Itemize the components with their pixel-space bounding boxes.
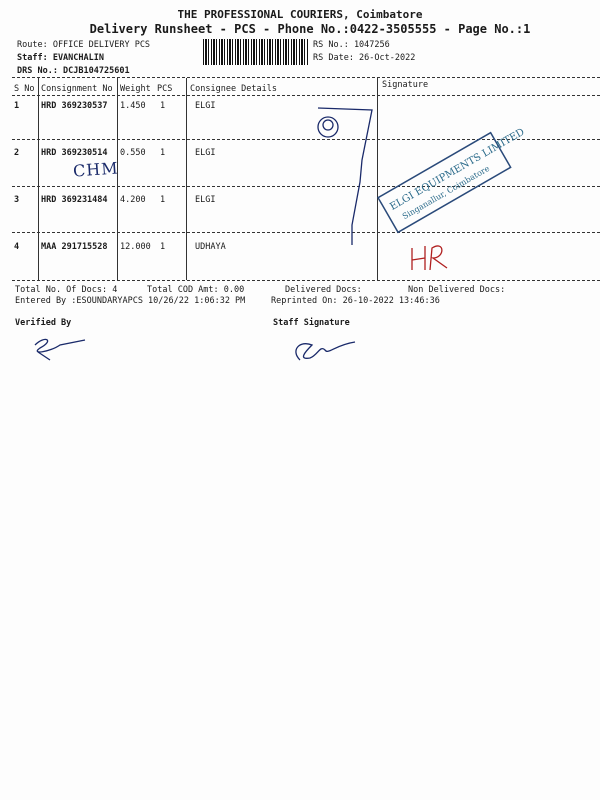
- cell-consignment: MAA 291715528: [41, 242, 108, 252]
- cell-weight: 12.000: [120, 242, 151, 252]
- signature-stroke: [317, 107, 373, 245]
- non-delivered-docs: Non Delivered Docs:: [408, 285, 506, 295]
- col-signature: Signature: [382, 80, 429, 90]
- drs-number: DRS No.: DCJB104725601: [17, 66, 130, 76]
- col-consignment: Consignment No: [41, 84, 113, 94]
- cell-consignment: HRD 369230514: [41, 148, 108, 158]
- route: Route: OFFICE DELIVERY PCS: [17, 40, 151, 50]
- cell-weight: 0.550: [120, 148, 146, 158]
- col-pcs: PCS: [157, 84, 173, 94]
- cell-sno: 4: [14, 242, 20, 252]
- col-weight: Weight: [120, 84, 151, 94]
- entered-by: Entered By :ESOUNDARYAPCS 10/26/22 1:06:…: [15, 296, 246, 306]
- col-consignee: Consignee Details: [190, 84, 277, 94]
- cell-sno: 1: [14, 101, 20, 111]
- delivered-docs: Delivered Docs:: [285, 285, 362, 295]
- total-cod: Total COD Amt: 0.00: [147, 285, 245, 295]
- cell-sno: 2: [14, 148, 20, 158]
- cell-weight: 1.450: [120, 101, 146, 111]
- cell-consignment: HRD 369230537: [41, 101, 108, 111]
- rs-date: RS Date: 26-Oct-2022: [313, 53, 416, 63]
- cell-consignee: ELGI: [195, 101, 216, 111]
- cell-pcs: 1: [160, 148, 166, 158]
- cell-consignee: UDHAYA: [195, 242, 226, 252]
- cell-consignee: ELGI: [195, 148, 216, 158]
- barcode: [203, 39, 309, 65]
- cell-consignee: ELGI: [195, 195, 216, 205]
- cell-pcs: 1: [160, 242, 166, 252]
- verified-by-label: Verified By: [15, 318, 72, 328]
- col-sno: S No: [14, 84, 35, 94]
- cell-pcs: 1: [160, 101, 166, 111]
- cell-consignment: HRD 369231484: [41, 195, 108, 205]
- company-stamp: ELGI EQUIPMENTS LIMITED Singanallur, Coi…: [377, 127, 527, 234]
- total-docs: Total No. Of Docs: 4: [15, 285, 118, 295]
- cell-weight: 4.200: [120, 195, 146, 205]
- staff-signature-label: Staff Signature: [273, 318, 350, 328]
- cell-pcs: 1: [160, 195, 166, 205]
- rs-number: RS No.: 1047256: [313, 40, 390, 50]
- reprinted-on: Reprinted On: 26-10-2022 13:46:36: [271, 296, 440, 306]
- company-title: THE PROFESSIONAL COURIERS, Coimbatore: [177, 8, 423, 21]
- staff: Staff: EVANCHALIN: [17, 53, 104, 63]
- cell-sno: 3: [14, 195, 20, 205]
- runsheet-subtitle: Delivery Runsheet - PCS - Phone No.:0422…: [89, 22, 531, 36]
- hr-signature: [411, 245, 448, 271]
